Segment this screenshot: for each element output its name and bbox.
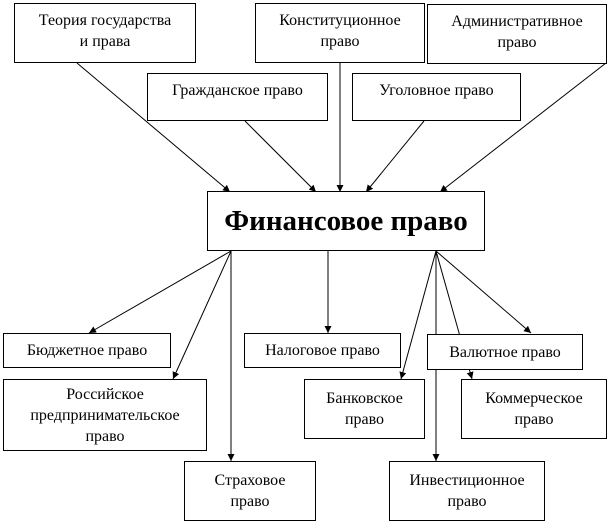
box-label: Гражданское право [172,82,303,99]
box-criminal: Уголовное право [352,73,521,121]
box-label: Российское предпринимательское право [30,385,180,445]
box-administrative: Административное право [427,4,607,64]
box-theory: Теория государства и права [14,3,196,63]
box-label: Коммерческое право [485,390,583,428]
arrow-banking [399,250,437,380]
box-constitutional: Конституционное право [255,3,425,63]
box-label: Теория государства и права [38,12,172,50]
box-commercial: Коммерческое право [461,379,607,439]
arrow-theory [76,62,231,193]
arrow-administrative [439,62,607,193]
box-currency: Валютное право [427,334,583,370]
box-investment: Инвестиционное право [389,461,545,521]
arrow-criminal [365,120,425,193]
box-tax: Налоговое право [244,333,401,368]
box-label: Административное право [451,13,583,51]
arrow-civil [244,120,317,193]
box-label: Банковское право [326,390,403,428]
box-label: Конституционное право [279,12,401,50]
box-label: Страховое право [214,472,286,510]
arrow-budget [88,250,232,334]
box-insurance: Страховое право [184,461,316,521]
box-financial-law: Финансовое право [207,191,485,251]
box-civil: Гражданское право [147,73,328,121]
box-label: Уголовное право [379,82,494,99]
box-budget: Бюджетное право [3,333,171,368]
box-banking: Банковское право [304,379,425,439]
box-business: Российское предпринимательское право [3,379,207,451]
arrow-business [172,250,232,380]
box-label: Налоговое право [265,342,380,359]
box-label: Валютное право [449,343,561,361]
box-label: Инвестиционное право [409,472,525,510]
box-label: Бюджетное право [26,342,148,359]
central-title: Финансовое право [224,204,468,237]
arrow-currency [435,250,532,334]
